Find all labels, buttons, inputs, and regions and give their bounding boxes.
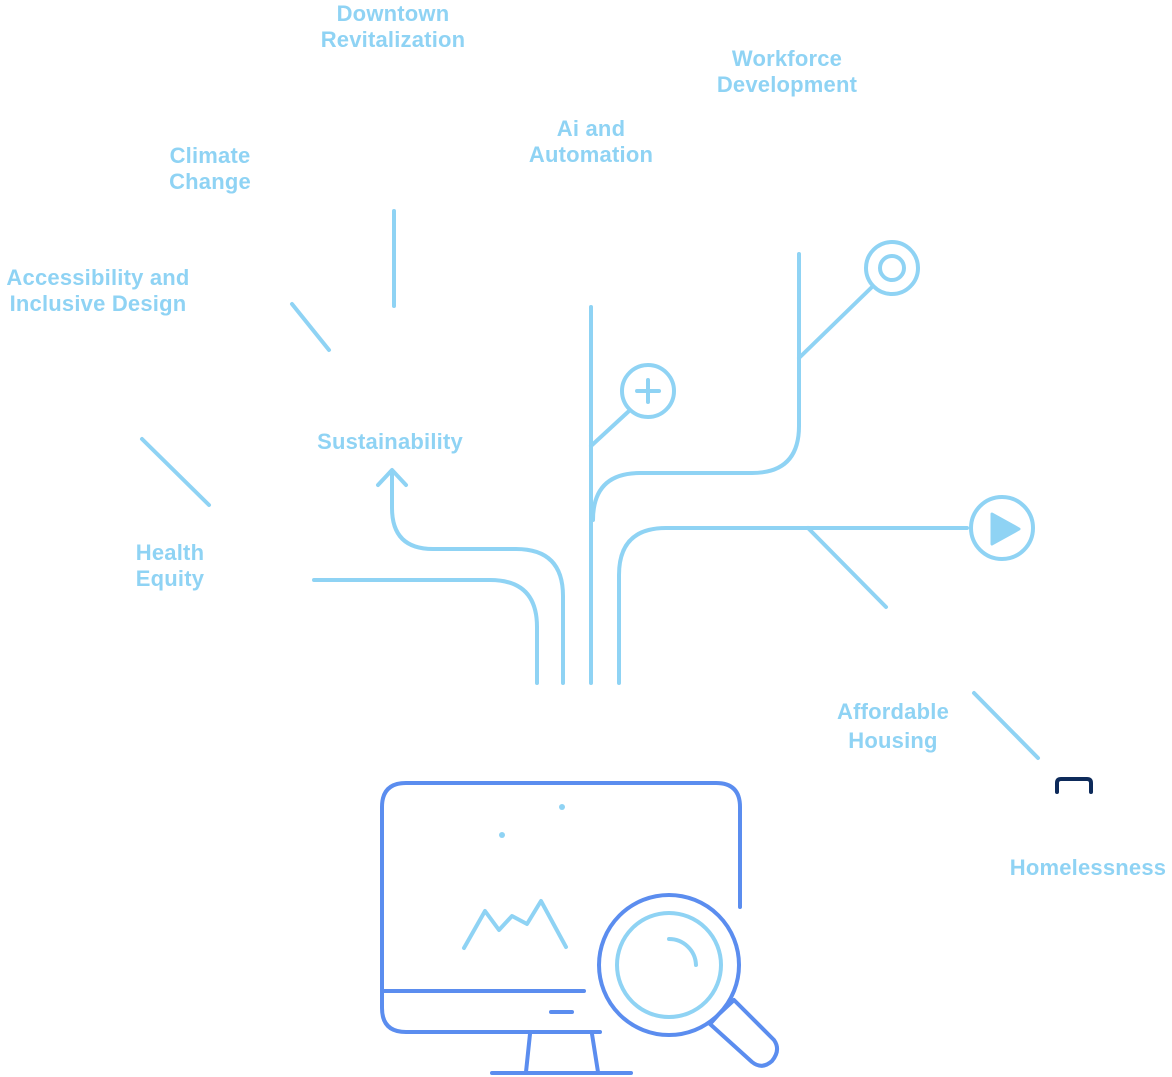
topic-accessibility-line1: Accessibility and (6, 265, 190, 290)
connector-climate (290, 302, 331, 352)
branch-ai-twig (589, 409, 631, 448)
topic-downtown-line2: Revitalization (320, 27, 466, 52)
sustainability-arrowhead (376, 468, 408, 487)
branch-health (312, 578, 539, 685)
branch-housing (617, 526, 969, 685)
topic-health-line2: Equity (135, 566, 205, 591)
branch-housing-twig (806, 526, 888, 609)
play-triangle (990, 512, 1021, 546)
topic-homelessness: Homelessness (1004, 855, 1172, 881)
magnifier-icon (597, 893, 779, 1068)
play-icon (969, 495, 1035, 561)
topic-ai-line1: Ai and (556, 116, 626, 141)
topic-housing-line1: Affordable (837, 699, 949, 724)
target-icon (864, 240, 920, 296)
topic-ai-automation: Ai and Automation (506, 116, 676, 168)
monitor-dots (499, 804, 565, 838)
branch-sustainability (390, 470, 565, 685)
topic-housing-line2: Housing (848, 728, 938, 753)
topic-climate-line2: Change (169, 169, 251, 194)
connector-health (140, 437, 211, 507)
topic-ai-line2: Automation (528, 142, 654, 167)
connector-housing (972, 691, 1040, 760)
plus-circle-icon (620, 363, 676, 419)
topic-climate-change: Climate Change (145, 143, 275, 195)
bracket-icon (1055, 777, 1093, 794)
branch-workforce-twig (797, 285, 874, 360)
topic-sustainability-line1: Sustainability (317, 429, 463, 454)
topic-climate-line1: Climate (169, 143, 251, 168)
topic-sustainability: Sustainability (300, 429, 480, 455)
topic-downtown-revitalization: Downtown Revitalization (298, 1, 488, 53)
branch-workforce (591, 252, 801, 522)
topic-workforce-line2: Development (716, 72, 858, 97)
topic-health-line1: Health (135, 540, 205, 565)
topic-downtown-line1: Downtown (336, 1, 450, 26)
topic-health-equity: Health Equity (110, 540, 230, 592)
topic-workforce-line1: Workforce (731, 46, 843, 71)
chart-icon (462, 899, 568, 950)
topic-affordable-housing: Affordable Housing (818, 697, 968, 755)
topic-workforce-development: Workforce Development (692, 46, 882, 98)
topic-accessibility-line2: Inclusive Design (9, 291, 187, 316)
monitor-icon (380, 781, 742, 1075)
topic-accessibility-inclusive-design: Accessibility and Inclusive Design (0, 265, 196, 317)
topic-homelessness-line1: Homelessness (1009, 855, 1167, 880)
